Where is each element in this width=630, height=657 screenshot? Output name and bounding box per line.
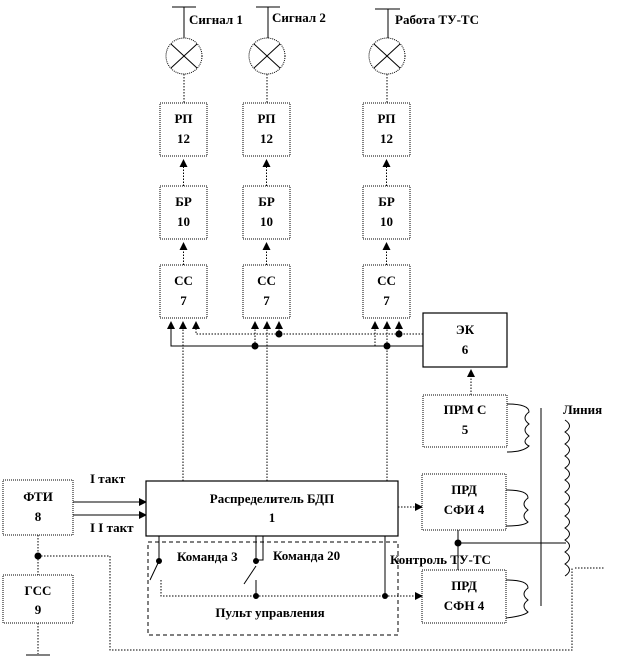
lamp-3: Работа ТУ-ТС <box>368 8 479 103</box>
prd-sfn-block: ПРД СФН 4 <box>421 569 507 624</box>
command-3-label: Команда 3 <box>177 549 238 564</box>
prd-sfi-title: ПРД <box>451 482 477 497</box>
rp-block: РП 12 <box>362 102 411 157</box>
br-number: 10 <box>380 214 393 229</box>
fti-number: 8 <box>35 509 42 524</box>
distributor-block: Распределитель БДП 1 <box>145 480 399 537</box>
prd-sfn-number: СФН 4 <box>444 598 485 613</box>
cc-title: СС <box>257 273 276 288</box>
prd-sfi-number: СФИ 4 <box>444 502 485 517</box>
prm-title: ПРМ С <box>444 402 487 417</box>
lamp-label: Работа ТУ-ТС <box>395 12 479 27</box>
gss-number: 9 <box>35 602 42 617</box>
prd-sfi-block: ПРД СФИ 4 <box>421 473 507 531</box>
rp-title: РП <box>257 111 275 126</box>
control-label: Контроль ТУ-ТС <box>390 552 491 567</box>
prm-block: ПРМ С 5 <box>422 394 508 448</box>
tact1-label: I такт <box>90 471 126 486</box>
lamp-label: Сигнал 1 <box>189 12 243 27</box>
fti-block: ФТИ 8 <box>2 479 74 536</box>
control-panel <box>147 541 399 636</box>
distributor-number: 1 <box>269 510 276 525</box>
switch-command-20[interactable] <box>253 558 259 564</box>
rp-number: 12 <box>260 131 273 146</box>
gss-title: ГСС <box>25 583 52 598</box>
prd-sfn-title: ПРД <box>451 578 477 593</box>
br-block: БР 10 <box>362 185 411 240</box>
rp-block: РП 12 <box>242 102 291 157</box>
br-title: БР <box>175 194 192 209</box>
tact2-label: I I такт <box>90 520 134 535</box>
line-coil <box>564 419 570 577</box>
cc-title: СС <box>377 273 396 288</box>
rp-title: РП <box>174 111 192 126</box>
rp-number: 12 <box>177 131 190 146</box>
br-title: БР <box>258 194 275 209</box>
br-block: БР 10 <box>159 185 208 240</box>
ek-number: 6 <box>462 342 469 357</box>
lamp-2: Сигнал 2 <box>248 6 326 103</box>
distributor-title: Распределитель БДП <box>210 491 334 506</box>
br-number: 10 <box>177 214 190 229</box>
gss-block: ГСС 9 <box>2 574 74 624</box>
cc-title: СС <box>174 273 193 288</box>
br-number: 10 <box>260 214 273 229</box>
cc-number: 7 <box>263 293 270 308</box>
cc-number: 7 <box>383 293 390 308</box>
rp-number: 12 <box>380 131 393 146</box>
br-title: БР <box>378 194 395 209</box>
cc-block: СС 7 <box>362 264 411 319</box>
ek-block: ЭК 6 <box>422 312 508 368</box>
fti-title: ФТИ <box>23 489 53 504</box>
prm-number: 5 <box>462 422 469 437</box>
command-20-label: Команда 20 <box>273 548 340 563</box>
rp-block: РП 12 <box>159 102 208 157</box>
lamp-1: Сигнал 1 <box>165 6 243 103</box>
ek-title: ЭК <box>456 322 475 337</box>
br-block: БР 10 <box>242 185 291 240</box>
cc-block: СС 7 <box>159 264 208 319</box>
rp-title: РП <box>377 111 395 126</box>
lamp-label: Сигнал 2 <box>272 10 326 25</box>
cc-number: 7 <box>180 293 187 308</box>
panel-label: Пульт управления <box>215 605 324 620</box>
cc-block: СС 7 <box>242 264 291 319</box>
line-label: Линия <box>563 402 602 417</box>
